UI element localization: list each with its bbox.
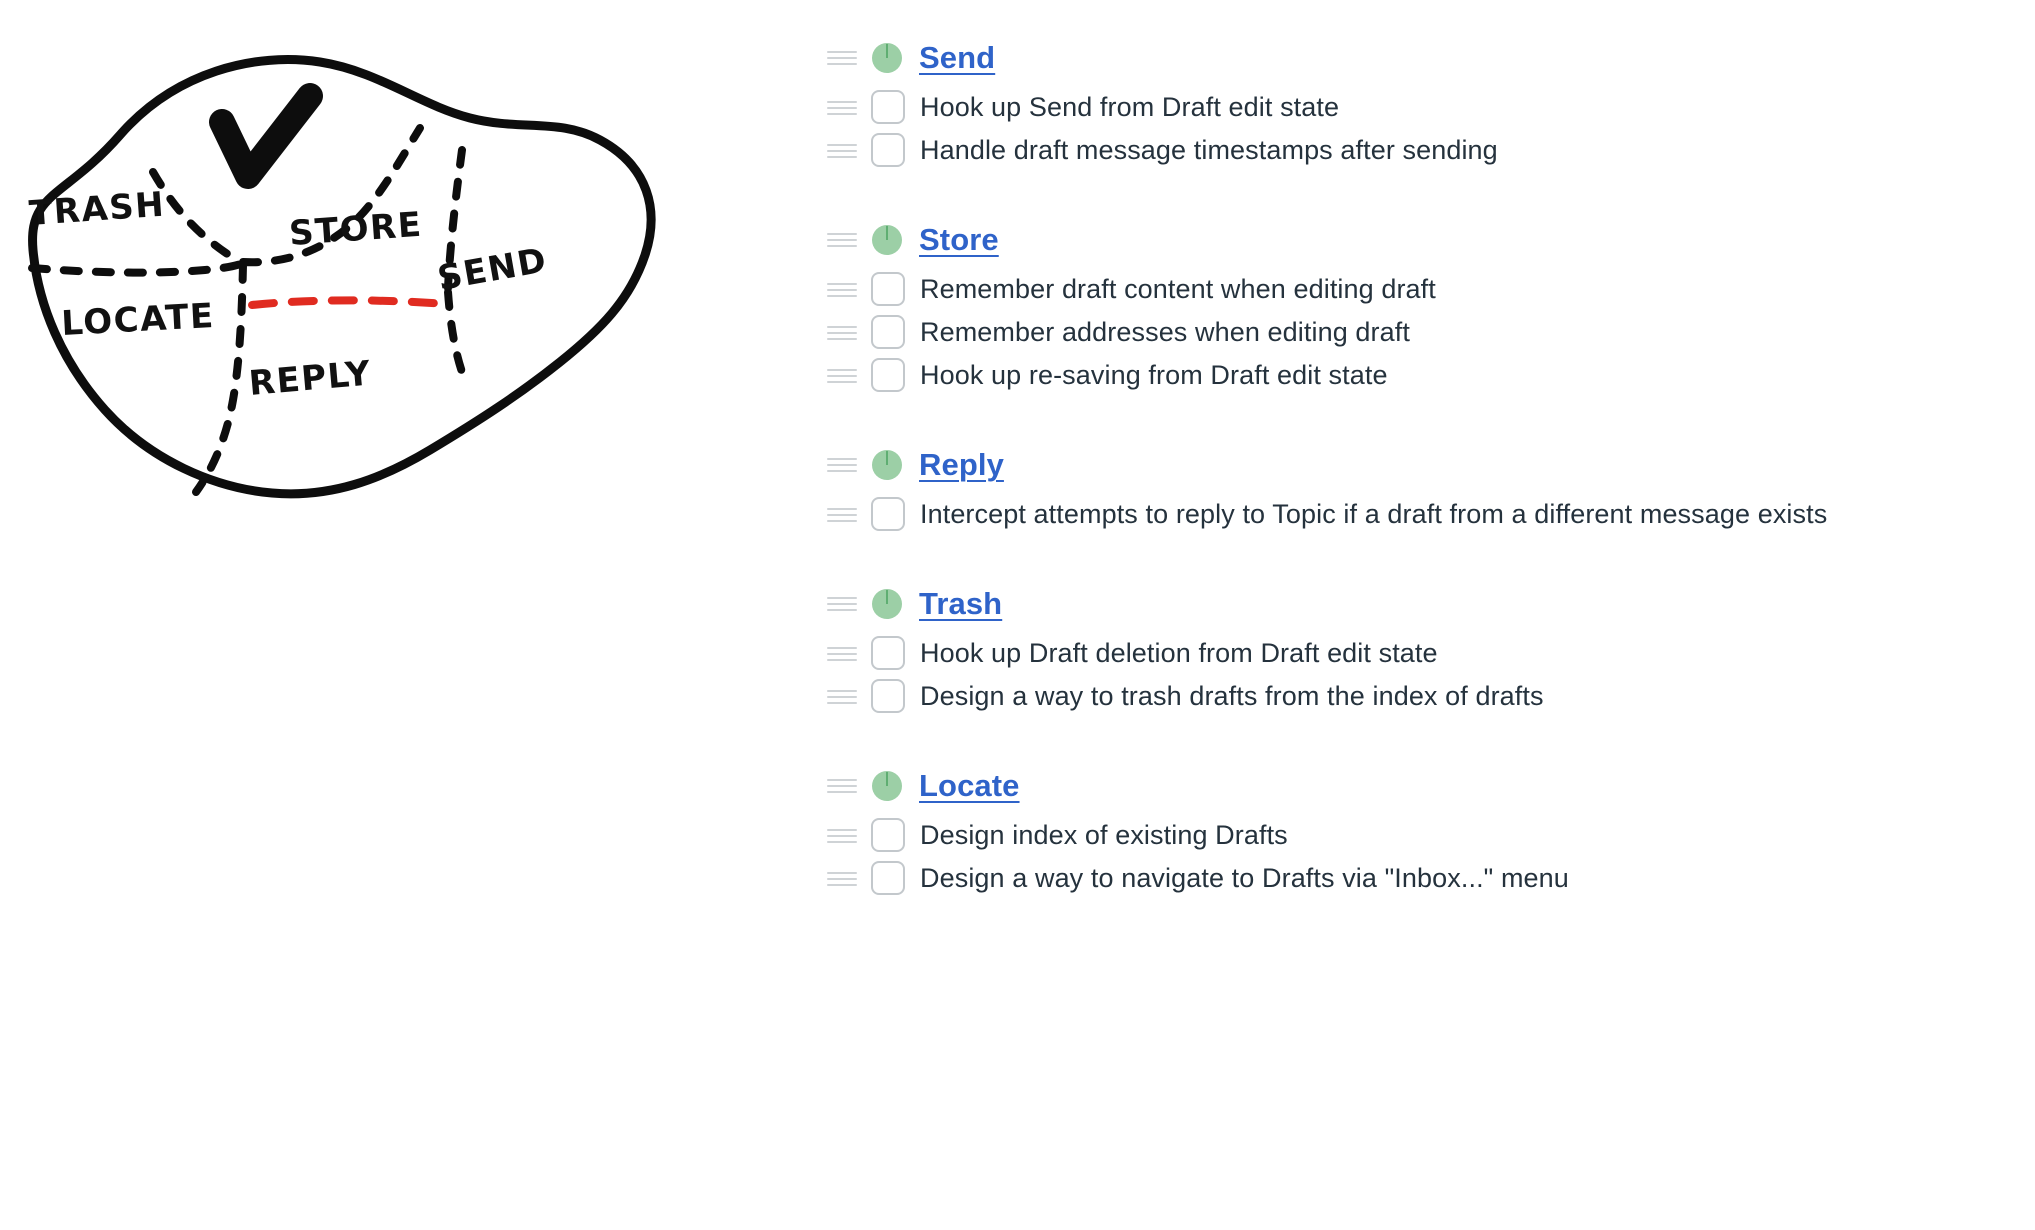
group-header-row[interactable]: Store	[825, 220, 1995, 260]
task-row[interactable]: Design a way to trash drafts from the in…	[825, 676, 1995, 717]
blob-label-trash: TRASH	[28, 185, 167, 234]
divider-send-left	[444, 146, 466, 292]
drag-handle-icon[interactable]	[825, 279, 859, 301]
task-row[interactable]: Handle draft message timestamps after se…	[825, 130, 1995, 171]
drag-handle-icon[interactable]	[825, 140, 859, 162]
task-label: Design a way to navigate to Drafts via "…	[920, 863, 1569, 893]
drag-handle-icon[interactable]	[825, 504, 859, 526]
group-header-row[interactable]: Send	[825, 38, 1995, 78]
task-label: Remember draft content when editing draf…	[920, 274, 1436, 304]
pie-progress-icon	[872, 589, 902, 619]
checkmark-icon	[209, 83, 323, 189]
drag-handle-icon[interactable]	[825, 97, 859, 119]
drag-handle-icon[interactable]	[825, 454, 859, 476]
task-row[interactable]: Design a way to navigate to Drafts via "…	[825, 858, 1995, 899]
task-checkbox[interactable]	[871, 636, 905, 670]
group-title-link[interactable]: Reply	[919, 446, 1004, 482]
pie-progress-icon	[872, 43, 902, 73]
checklist-group: Reply Intercept attempts to reply to Top…	[825, 445, 1995, 535]
pie-progress-icon	[872, 450, 902, 480]
task-row[interactable]: Hook up Send from Draft edit state	[825, 87, 1995, 128]
drag-handle-icon[interactable]	[825, 868, 859, 890]
task-label: Remember addresses when editing draft	[920, 317, 1410, 347]
task-checkbox[interactable]	[871, 272, 905, 306]
task-row[interactable]: Hook up re-saving from Draft edit state	[825, 355, 1995, 396]
drag-handle-icon[interactable]	[825, 229, 859, 251]
group-title-link[interactable]: Store	[919, 221, 999, 257]
drag-handle-icon[interactable]	[825, 643, 859, 665]
task-label: Hook up re-saving from Draft edit state	[920, 360, 1388, 390]
diagram-pane: TRASH STORE SEND LOCATE REPLY	[0, 0, 810, 1230]
group-header-row[interactable]: Reply	[825, 445, 1995, 485]
task-checkbox[interactable]	[871, 497, 905, 531]
drag-handle-icon[interactable]	[825, 47, 859, 69]
divider-store-left	[239, 124, 424, 267]
group-header-row[interactable]: Locate	[825, 766, 1995, 806]
task-row[interactable]: Design index of existing Drafts	[825, 815, 1995, 856]
blob-outline	[28, 55, 656, 499]
task-checkbox[interactable]	[871, 90, 905, 124]
task-label: Intercept attempts to reply to Topic if …	[920, 499, 1828, 529]
drag-handle-icon[interactable]	[825, 365, 859, 387]
task-checkbox[interactable]	[871, 818, 905, 852]
task-label: Hook up Draft deletion from Draft edit s…	[920, 638, 1438, 668]
pie-progress-icon	[872, 225, 902, 255]
task-row[interactable]: Remember addresses when editing draft	[825, 312, 1995, 353]
task-row[interactable]: Hook up Draft deletion from Draft edit s…	[825, 633, 1995, 674]
task-label: Hook up Send from Draft edit state	[920, 92, 1340, 122]
group-title-link[interactable]: Locate	[919, 767, 1020, 803]
blob-diagram: TRASH STORE SEND LOCATE REPLY	[28, 55, 656, 499]
task-row[interactable]: Remember draft content when editing draf…	[825, 269, 1995, 310]
task-checkbox[interactable]	[871, 358, 905, 392]
task-checkbox[interactable]	[871, 133, 905, 167]
group-header-row[interactable]: Trash	[825, 584, 1995, 624]
task-label: Handle draft message timestamps after se…	[920, 135, 1498, 165]
blob-label-store: STORE	[288, 205, 424, 254]
task-checkbox[interactable]	[871, 861, 905, 895]
divider-highlighted-red	[248, 296, 450, 309]
divider-send-bottom	[444, 288, 466, 376]
drag-handle-icon[interactable]	[825, 593, 859, 615]
task-row[interactable]: Intercept attempts to reply to Topic if …	[825, 494, 1995, 535]
divider-center-vertical	[192, 261, 247, 496]
divider-trash-bottom	[28, 259, 247, 277]
checklist-group: Send Hook up Send from Draft edit state …	[825, 38, 1995, 171]
checklist-group: Store Remember draft content when editin…	[825, 220, 1995, 396]
drag-handle-icon[interactable]	[825, 825, 859, 847]
drag-handle-icon[interactable]	[825, 686, 859, 708]
blob-label-locate: LOCATE	[60, 296, 215, 344]
checklist-group: Trash Hook up Draft deletion from Draft …	[825, 584, 1995, 717]
checklist-pane: Send Hook up Send from Draft edit state …	[810, 0, 2035, 1230]
group-title-link[interactable]: Trash	[919, 585, 1003, 621]
task-label: Design a way to trash drafts from the in…	[920, 681, 1544, 711]
drag-handle-icon[interactable]	[825, 322, 859, 344]
task-checkbox[interactable]	[871, 679, 905, 713]
checklist-group: Locate Design index of existing Drafts D…	[825, 766, 1995, 899]
group-title-link[interactable]: Send	[919, 39, 996, 75]
pie-progress-icon	[872, 771, 902, 801]
task-checkbox[interactable]	[871, 315, 905, 349]
divider-trash-top	[149, 168, 244, 266]
drag-handle-icon[interactable]	[825, 775, 859, 797]
task-label: Design index of existing Drafts	[920, 820, 1288, 850]
